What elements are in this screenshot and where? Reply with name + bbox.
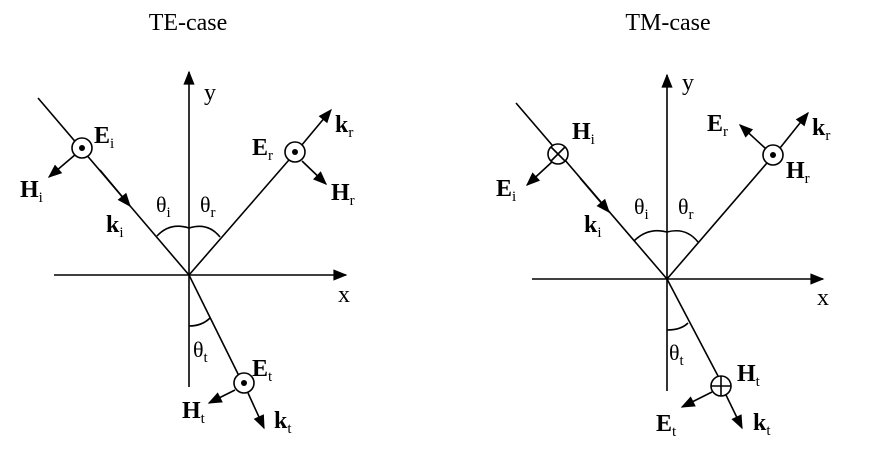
label-theta-t: θt <box>193 337 209 366</box>
tm-title: TM-case <box>625 10 710 36</box>
x-axis-label: x <box>338 282 350 308</box>
theta-i-r-arc <box>156 225 221 238</box>
label-theta-r: θr <box>200 192 216 221</box>
label-ki: ki <box>584 212 602 241</box>
y-axis-label: y <box>204 80 216 106</box>
label-theta-r: θr <box>678 194 694 223</box>
y-axis-label: y <box>682 70 694 96</box>
hi-arrow-icon <box>47 153 77 178</box>
te-title: TE-case <box>149 10 228 36</box>
label-hi: Hi <box>20 177 43 206</box>
ki-arrow-icon <box>579 177 610 214</box>
kt-arrow-icon <box>247 392 265 430</box>
dot-icon <box>770 152 776 158</box>
label-er: Er <box>707 111 728 140</box>
transmitted-ray <box>188 274 243 383</box>
label-et: Et <box>252 356 273 385</box>
kr-arrow-icon <box>779 111 809 149</box>
x-axis-label: x <box>817 285 829 311</box>
label-ht: Ht <box>737 361 761 390</box>
label-ei: Ei <box>496 176 516 205</box>
tm-diagram: TM-case y x Hi Ei ki θi <box>496 10 830 440</box>
label-er: Er <box>252 135 273 164</box>
cross-into-page-icon <box>547 143 569 165</box>
et-arrow-icon <box>680 391 713 408</box>
er-arrow-icon <box>738 124 766 149</box>
label-theta-t: θt <box>669 340 685 369</box>
ht-arrow-icon <box>207 389 236 404</box>
kt-arrow-icon <box>725 394 743 430</box>
reflected-ray <box>188 152 296 276</box>
label-kr: kr <box>335 112 353 141</box>
te-diagram: TE-case y x Ei Hi ki θi θr Er kr Hr <box>20 10 355 437</box>
label-ht: Ht <box>182 398 206 427</box>
label-kt: kt <box>274 408 292 437</box>
dot-icon <box>241 380 247 386</box>
ei-arrow-icon <box>525 160 554 186</box>
ki-arrow-icon <box>99 169 131 208</box>
label-hr: Hr <box>331 180 355 209</box>
label-ki: ki <box>106 212 124 241</box>
theta-t-arc <box>666 322 689 331</box>
dot-icon <box>292 149 298 155</box>
theta-t-arc <box>188 317 211 327</box>
label-hr: Hr <box>786 158 810 187</box>
hr-arrow-icon <box>301 160 328 185</box>
transmitted-ray <box>666 278 719 377</box>
label-ei: Ei <box>94 123 114 152</box>
label-kt: kt <box>753 410 771 439</box>
dot-icon <box>79 145 85 151</box>
reflected-ray <box>666 155 774 280</box>
label-hi: Hi <box>572 119 595 148</box>
theta-i-r-arc <box>633 229 699 243</box>
label-theta-i: θi <box>156 192 171 221</box>
label-et: Et <box>656 411 677 440</box>
label-theta-i: θi <box>634 194 649 223</box>
kr-arrow-icon <box>300 108 332 147</box>
cross-into-page-icon <box>710 375 732 397</box>
label-kr: kr <box>812 115 830 144</box>
